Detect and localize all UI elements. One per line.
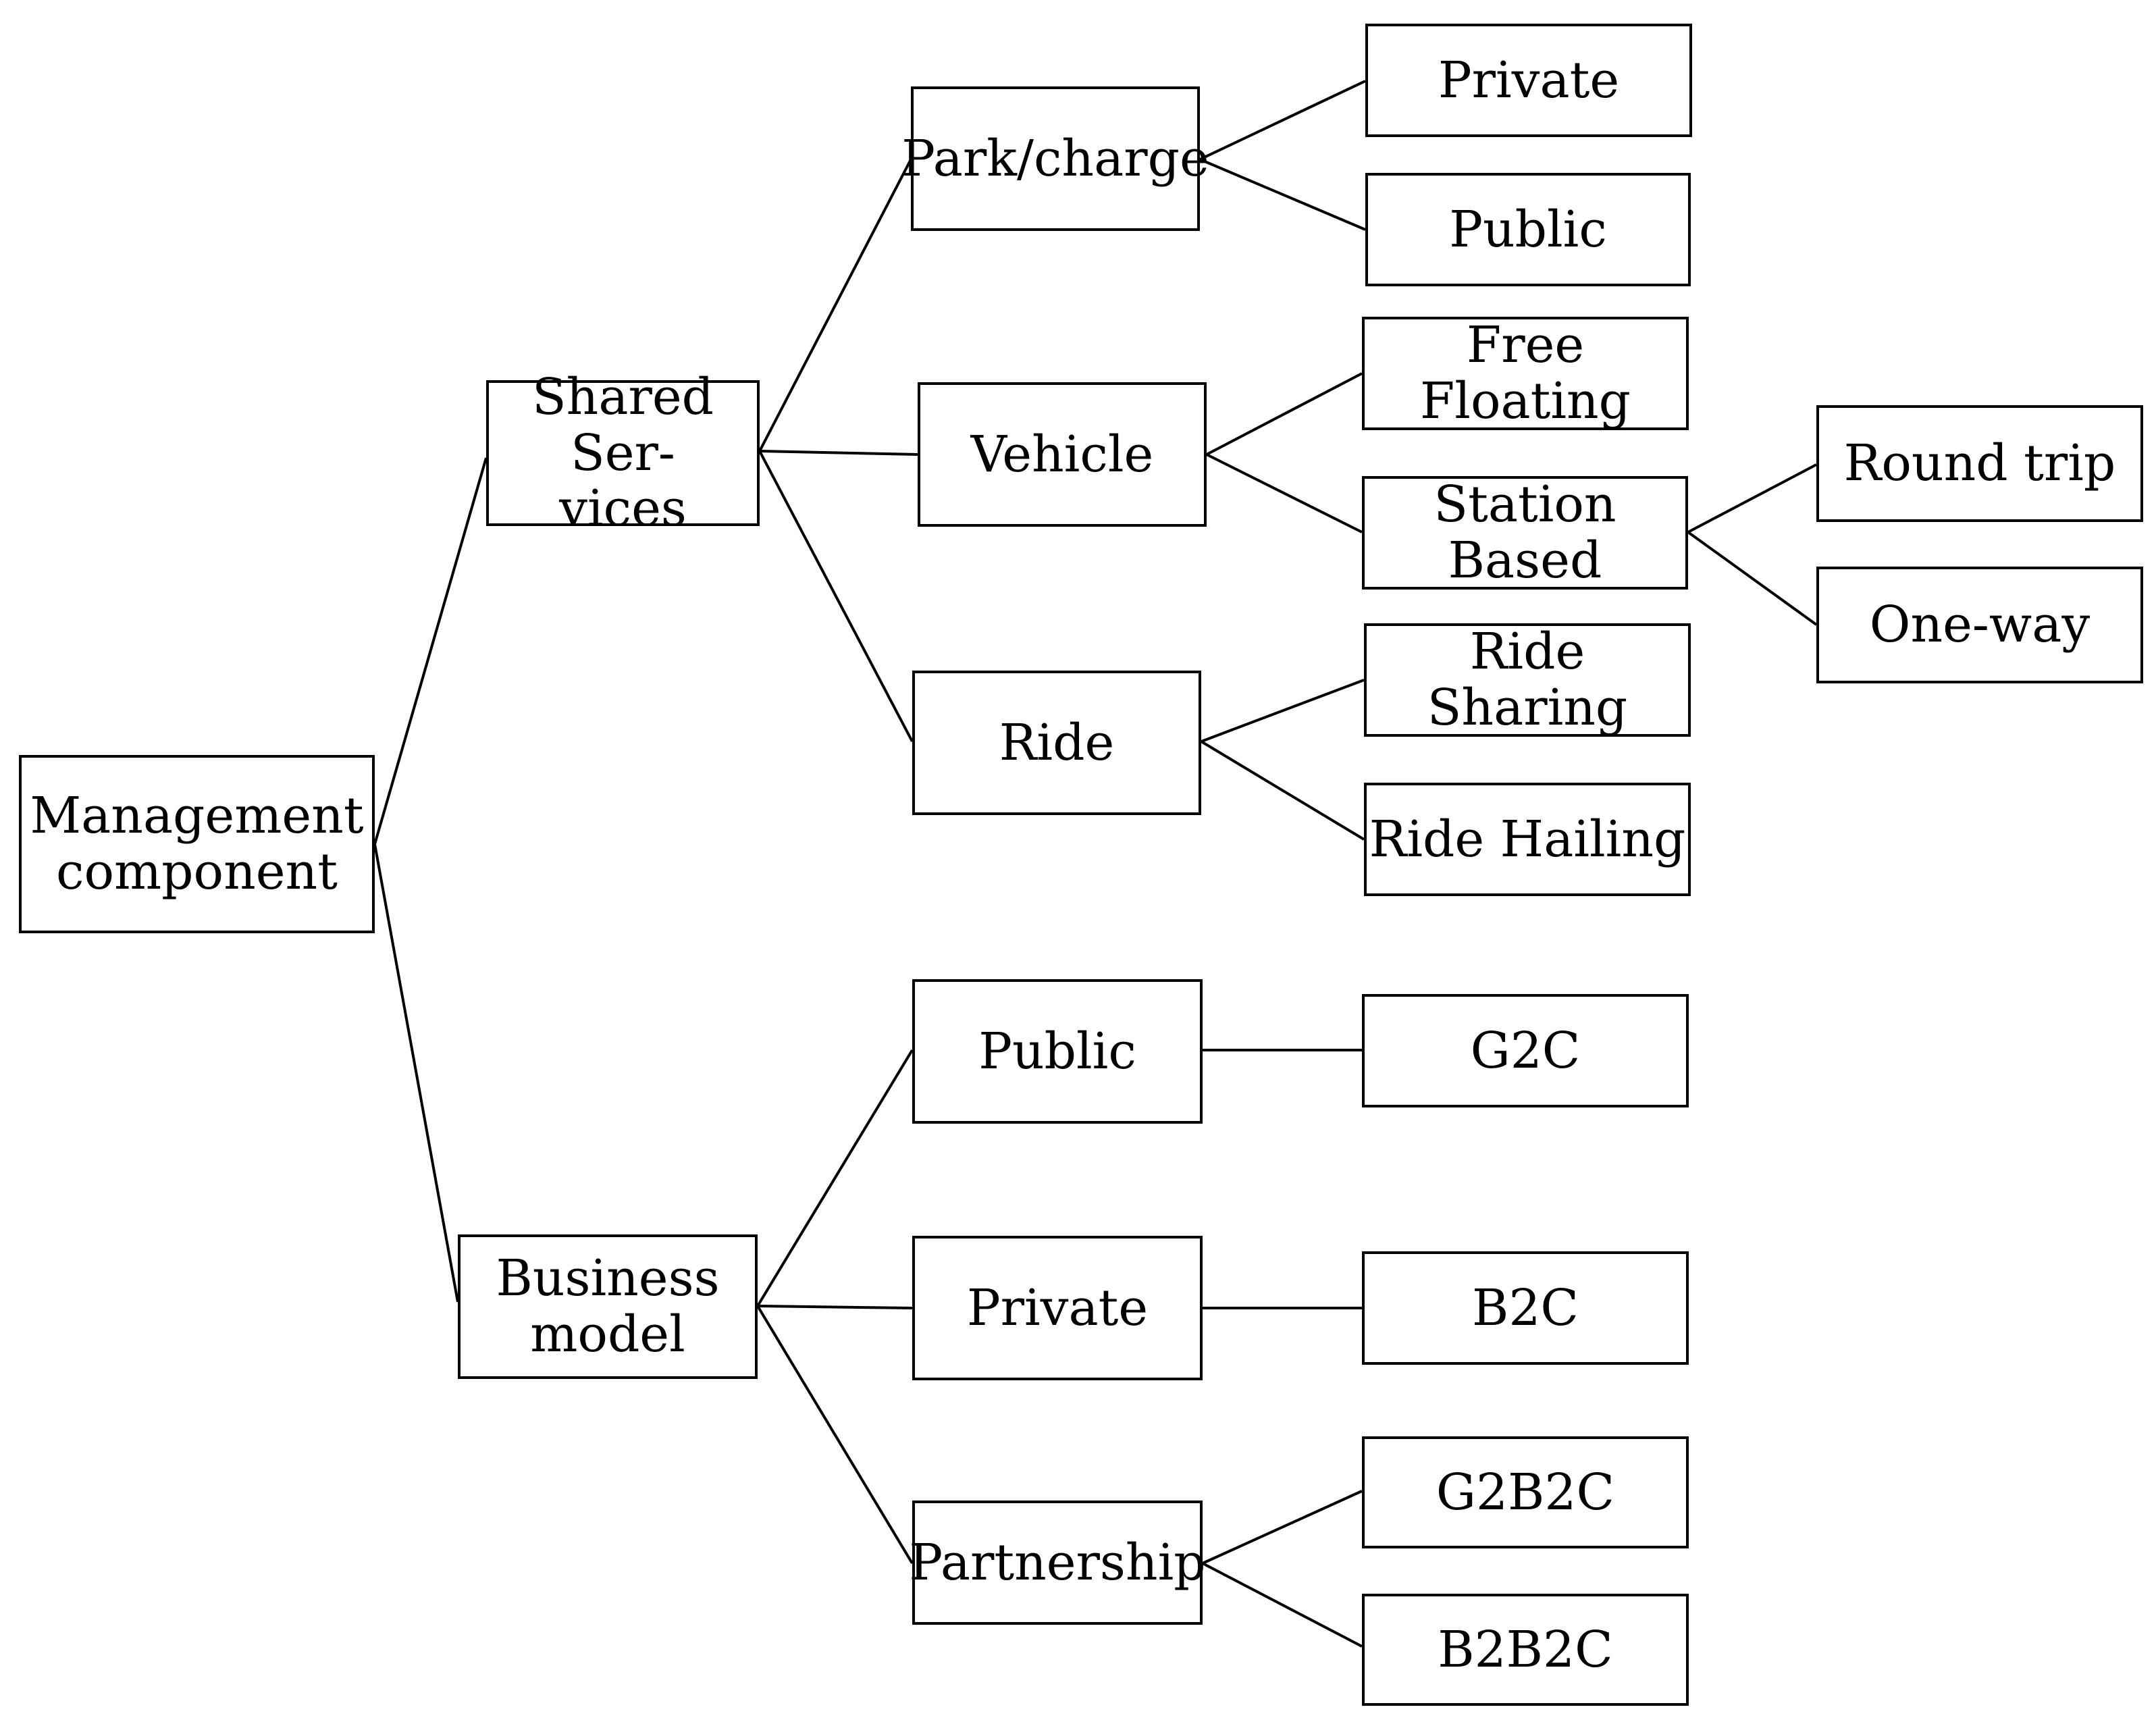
free-floating-node: Free Floating [1362,317,1689,430]
shared-services-node: Shared Ser- vices [486,369,760,537]
edge-root-business-model [373,843,459,1303]
edge-ride-ride-sharing [1201,679,1365,743]
ride-sharing-node: Ride Sharing [1364,623,1691,737]
round-trip-node: Round trip [1816,405,2143,522]
b2b2c-node: B2B2C [1362,1594,1689,1706]
edge-vehicle-free-floating [1206,372,1363,456]
public-node: Public [912,979,1203,1124]
edge-root-shared-services [373,457,488,845]
edge-business-partnership [756,1305,914,1565]
edge-business-private [757,1305,913,1309]
management-component-node: Management component [19,755,375,933]
edge-park-public [1199,158,1366,231]
ride-node: Ride [912,671,1201,815]
edge-vehicle-station-based [1206,453,1363,533]
private-node: Private [912,1236,1203,1380]
partnership-node: Partnership [909,1501,1206,1625]
edge-park-private [1199,80,1366,161]
edge-ride-ride-hailing [1200,740,1365,841]
park-public-node: Public [1365,173,1691,286]
business-model-node: Business model [458,1234,758,1379]
one-way-node: One-way [1816,567,2143,683]
edge-shared-vehicle [759,450,918,456]
edge-business-public [756,1049,914,1307]
edge-partnership-g2b2c [1202,1490,1363,1565]
vehicle-node: Vehicle [918,382,1207,527]
edge-station-one-way [1687,531,1818,626]
b2c-node: B2C [1362,1251,1689,1365]
park-private-node: Private [1365,24,1692,137]
edge-shared-ride [758,450,914,742]
edge-station-round-trip [1687,463,1817,533]
edge-shared-park-charge [758,159,912,452]
park-charge-node: Park/charge [901,86,1209,231]
edge-partnership-b2b2c [1202,1562,1363,1648]
ride-hailing-node: Ride Hailing [1364,783,1691,896]
g2c-node: G2C [1362,994,1689,1107]
station-based-node: Station Based [1362,476,1688,590]
g2b2c-node: G2B2C [1362,1436,1689,1548]
